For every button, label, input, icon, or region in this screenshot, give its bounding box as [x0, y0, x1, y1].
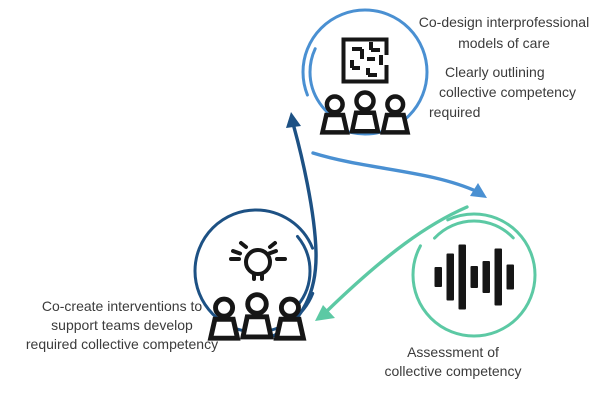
cocreate-label-line: required collective competency	[25, 336, 219, 352]
assessment-label: Assessment of collective competency	[372, 343, 534, 381]
cocreate-label-line: support teams develop	[51, 317, 193, 333]
idea-team-icon	[211, 241, 304, 338]
codesign-sublabel: Clearly outlining collective competency …	[429, 62, 576, 122]
assessment-label-line: Assessment of	[407, 344, 499, 360]
codesign-sublabel-line: Clearly outlining	[445, 64, 545, 80]
cocreate-label: Co-create interventions to support teams…	[6, 297, 238, 354]
assessment-node-ring	[411, 212, 537, 338]
arrow-assessment-to-cocreate	[315, 205, 469, 321]
assessment-label-line: collective competency	[384, 363, 522, 379]
codesign-sublabel-line: required	[429, 104, 481, 120]
arrowhead-dark-blue	[286, 112, 301, 128]
arrow-codesign-to-assessment	[311, 151, 487, 198]
codesign-label-line: Co-design interprofessional	[418, 14, 590, 30]
arrowhead-green	[315, 305, 335, 321]
codesign-sublabel-line: collective competency	[439, 84, 576, 100]
maze-team-icon	[322, 37, 407, 133]
arrowhead-light-blue	[470, 183, 487, 198]
cocreate-label-line: Co-create interventions to	[41, 298, 203, 314]
waveform-icon	[434, 244, 514, 310]
codesign-label-line: models of care	[458, 35, 550, 51]
codesign-label: Co-design interprofessional models of ca…	[408, 12, 600, 54]
codesign-node-ring	[301, 8, 429, 136]
